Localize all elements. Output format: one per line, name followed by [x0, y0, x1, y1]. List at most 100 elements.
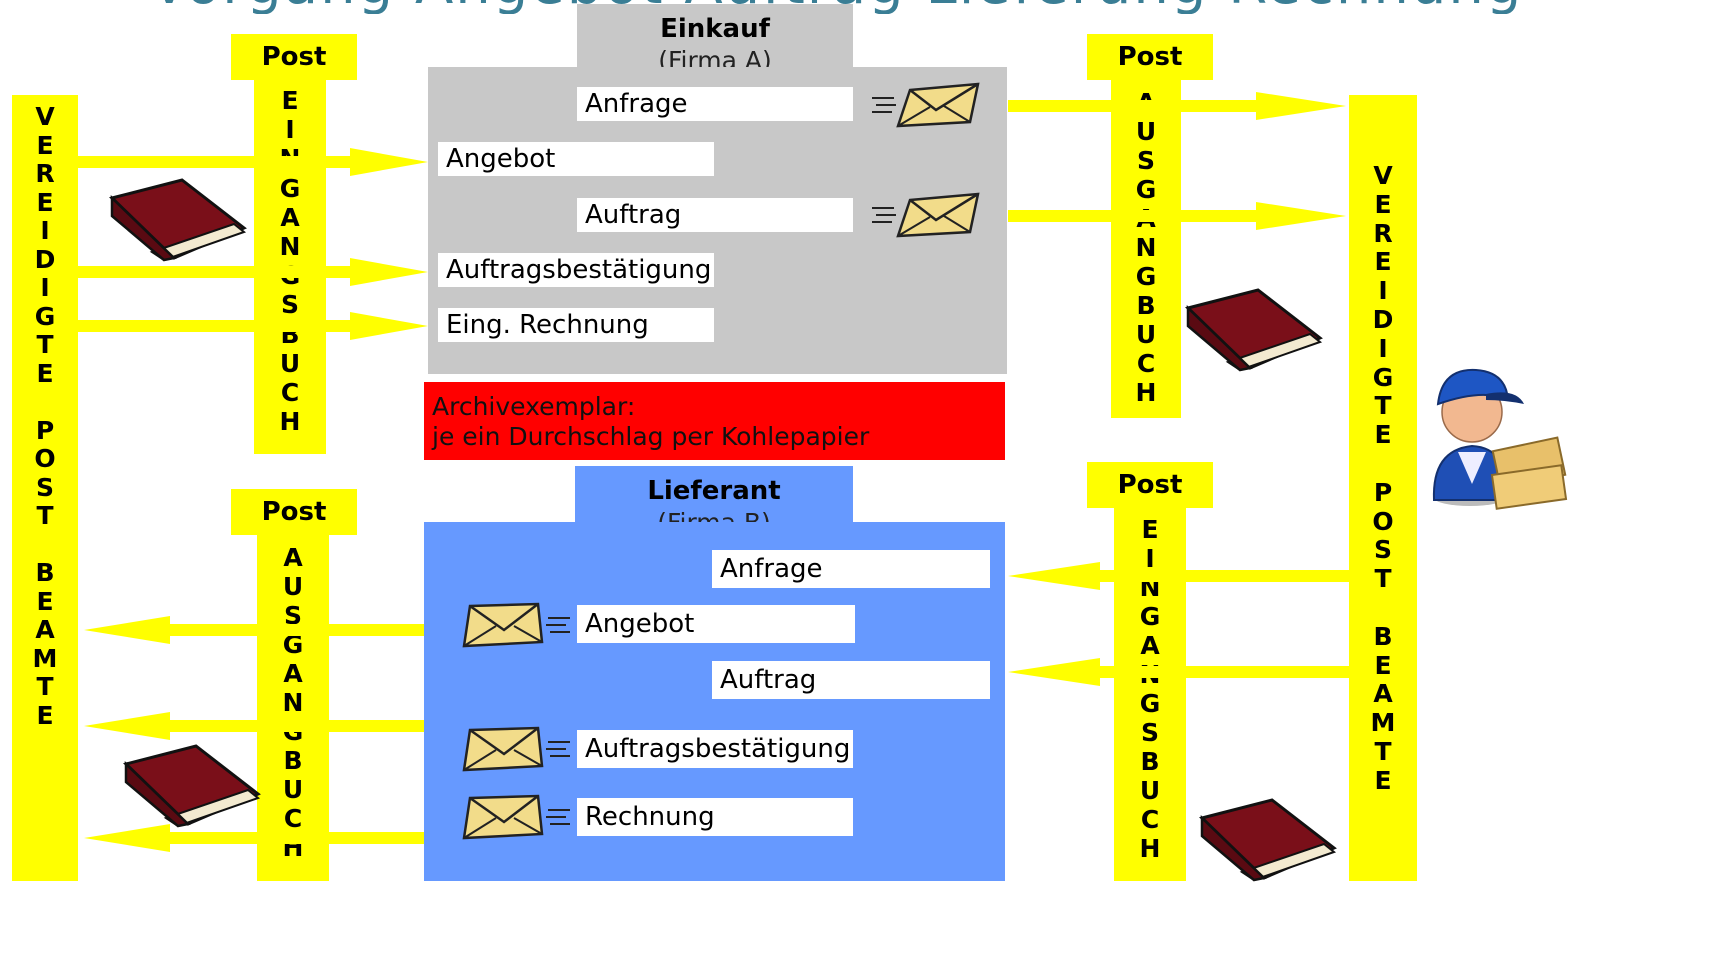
- right-outbox-letter: S: [1136, 146, 1155, 175]
- left-outbox-letter: S: [283, 601, 302, 630]
- left-inbox-label: EINGANGSBUCH: [254, 86, 326, 436]
- post-label: Post: [261, 42, 327, 72]
- right-courier-letter: A: [1373, 679, 1393, 709]
- right-inbox-letter: C: [1140, 805, 1160, 834]
- left-inbox-letter: N: [279, 231, 301, 261]
- left-inbox-letter: H: [279, 407, 301, 437]
- arrow-auftrag-in: [1008, 658, 1349, 686]
- right-outbox-letter: U: [1135, 117, 1157, 146]
- right-inbox-letter: G: [1139, 602, 1161, 631]
- envelope-icon: [462, 794, 570, 840]
- right-outbox-letter: N: [1135, 233, 1157, 262]
- right-inbox-label: EINGANGSBUCH: [1114, 515, 1186, 863]
- right-courier-letter: B: [1373, 621, 1393, 651]
- einkauf-doc-angebot: Angebot: [438, 142, 714, 176]
- einkauf-doc-eing-rechnung: Eing. Rechnung: [438, 308, 714, 342]
- right-outbox-letter: B: [1136, 291, 1156, 320]
- einkauf-doc-auftragsbestaetigung: Auftragsbestätigung: [438, 253, 714, 287]
- left-courier-letter: T: [36, 330, 54, 359]
- right-courier-letter: I: [1378, 276, 1388, 306]
- post-label: Post: [1117, 470, 1183, 500]
- arrow-auftragsbestaetigung-in: [78, 258, 428, 286]
- left-courier-bar: [12, 95, 78, 881]
- arrow-anfrage-out: [1008, 92, 1346, 120]
- right-courier-letter: E: [1374, 189, 1392, 219]
- envelope-icon: [872, 82, 980, 128]
- archive-note-line2: je ein Durchschlag per Kohlepapier: [432, 422, 870, 451]
- left-courier-letter: G: [34, 301, 56, 331]
- arrow-angebot-out: [84, 616, 424, 644]
- right-outbox-letter: H: [1135, 378, 1157, 407]
- right-courier-letter: I: [1378, 333, 1388, 363]
- right-outbox-bar: [1111, 78, 1181, 418]
- left-outbox-letter: N: [282, 688, 304, 717]
- left-inbox-letter: A: [280, 202, 300, 232]
- einkauf-header: Einkauf (Firma A): [577, 4, 853, 75]
- left-outbox-letter: B: [283, 746, 303, 775]
- right-courier-letter: T: [1374, 391, 1392, 421]
- postman-icon: [1432, 368, 1568, 510]
- left-outbox-letter: G: [282, 630, 304, 659]
- right-inbox-letter: U: [1139, 776, 1161, 805]
- left-outbox-letter: U: [282, 775, 304, 804]
- right-courier-letter: O: [1372, 506, 1394, 536]
- right-courier-letter: E: [1374, 247, 1392, 277]
- left-courier-letter: E: [36, 358, 54, 388]
- right-courier-letter: E: [1374, 765, 1392, 795]
- right-inbox-letter: S: [1140, 718, 1159, 747]
- right-courier-letter: T: [1374, 564, 1392, 594]
- right-inbox-letter: B: [1140, 747, 1160, 776]
- arrow-auftragsbestaetigung-out: [84, 712, 424, 740]
- lieferant-doc-angebot: Angebot: [577, 605, 855, 643]
- left-courier-letter: D: [34, 244, 56, 274]
- lieferant-doc-rechnung: Rechnung: [577, 798, 853, 836]
- arrow-rechnung-in: [78, 312, 428, 340]
- lieferant-title: Lieferant: [647, 476, 781, 506]
- right-outbox-letter: U: [1135, 320, 1157, 349]
- lieferant-doc-auftragsbestaetigung: Auftragsbestätigung: [577, 730, 853, 768]
- right-courier-letter: M: [1370, 708, 1396, 738]
- left-courier-letter: A: [35, 615, 55, 644]
- left-inbox-letter: G: [279, 173, 301, 203]
- book-icon: [1185, 288, 1323, 372]
- einkauf-title: Einkauf: [660, 14, 770, 44]
- book-icon: [123, 744, 261, 828]
- left-courier-letter: S: [35, 472, 54, 502]
- arrow-rechnung-out: [84, 824, 424, 852]
- left-courier-letter: P: [35, 415, 55, 445]
- lieferant-tab: [575, 466, 853, 526]
- left-courier-letter: E: [36, 586, 54, 616]
- left-courier-letter: I: [40, 273, 50, 302]
- arrow-auftrag-out: [1008, 202, 1346, 230]
- arrow-anfrage-in: [1008, 562, 1349, 590]
- left-courier-letter: E: [36, 700, 54, 730]
- post-header-bottom-right: Post: [1087, 462, 1213, 508]
- right-courier-letter: R: [1373, 218, 1393, 248]
- right-courier-letter: V: [1373, 161, 1393, 190]
- left-outbox-bar: [257, 533, 329, 881]
- left-outbox-letter: A: [283, 543, 303, 572]
- left-courier-letter: M: [32, 643, 58, 673]
- einkauf-doc-anfrage: Anfrage: [577, 87, 853, 121]
- left-outbox-letter: C: [283, 804, 303, 833]
- post-label: Post: [1117, 42, 1183, 72]
- right-courier-letter: E: [1374, 650, 1392, 680]
- left-courier-letter: B: [35, 558, 55, 587]
- left-courier-letter: T: [36, 501, 54, 530]
- right-inbox-letter: G: [1139, 689, 1161, 718]
- left-courier-letter: E: [36, 130, 54, 160]
- left-courier-letter: R: [35, 159, 55, 188]
- lieferant-doc-auftrag: Auftrag: [712, 661, 990, 699]
- left-inbox-letter: E: [281, 86, 299, 115]
- einkauf-tab: [577, 4, 853, 68]
- right-courier-letter: S: [1373, 535, 1392, 565]
- right-inbox-letter: I: [1145, 544, 1155, 573]
- left-inbox-letter: S: [280, 290, 299, 320]
- left-inbox-letter: C: [280, 377, 300, 407]
- left-courier-letter: V: [35, 102, 55, 131]
- right-inbox-bar: [1114, 506, 1186, 881]
